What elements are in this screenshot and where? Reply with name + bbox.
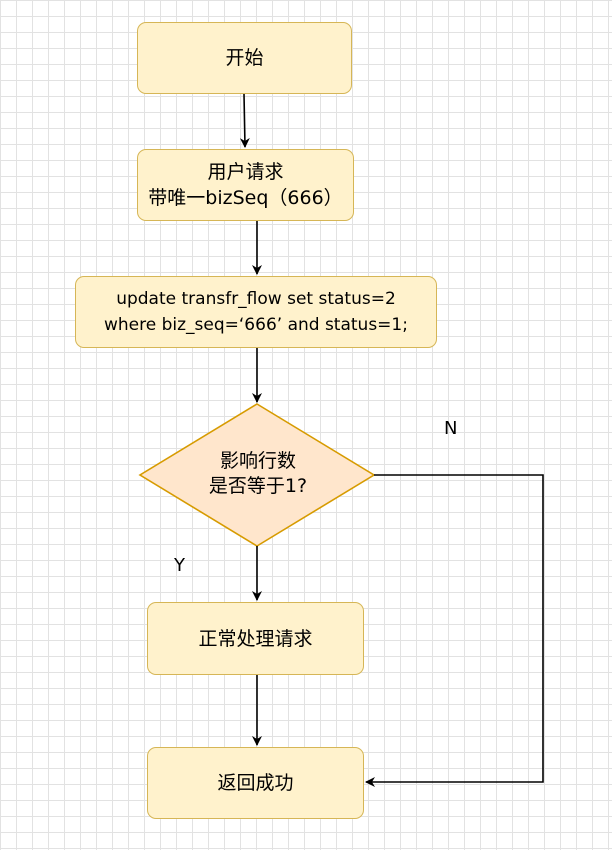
update-sql-line2: where biz_seq=‘666’ and status=1;: [104, 315, 408, 335]
arrow-decision-to-success-no: [365, 474, 544, 787]
return-success-node: 返回成功: [147, 747, 364, 819]
arrow-start-to-request: [239, 93, 250, 148]
update-sql-node: update transfr_flow set status=2 where b…: [75, 276, 437, 348]
return-success-label: 返回成功: [217, 772, 294, 794]
normal-process-label: 正常处理请求: [198, 627, 313, 650]
decision-line1: 影响行数: [219, 450, 296, 472]
start-label: 开始: [225, 47, 264, 69]
no-edge-label: N: [444, 418, 458, 439]
update-sql-line1: update transfr_flow set status=2: [116, 289, 396, 309]
yes-edge-label: Y: [174, 555, 185, 576]
user-request-node: 用户请求 带唯一bizSeq（666）: [137, 149, 354, 221]
normal-process-node: 正常处理请求: [147, 602, 364, 675]
start-node: 开始: [137, 22, 352, 94]
decision-line2: 是否等于1?: [208, 475, 308, 497]
decision-text: 影响行数 是否等于1?: [140, 449, 376, 499]
user-request-line2: 带唯一bizSeq（666）: [148, 187, 343, 209]
user-request-line1: 用户请求: [207, 161, 284, 183]
